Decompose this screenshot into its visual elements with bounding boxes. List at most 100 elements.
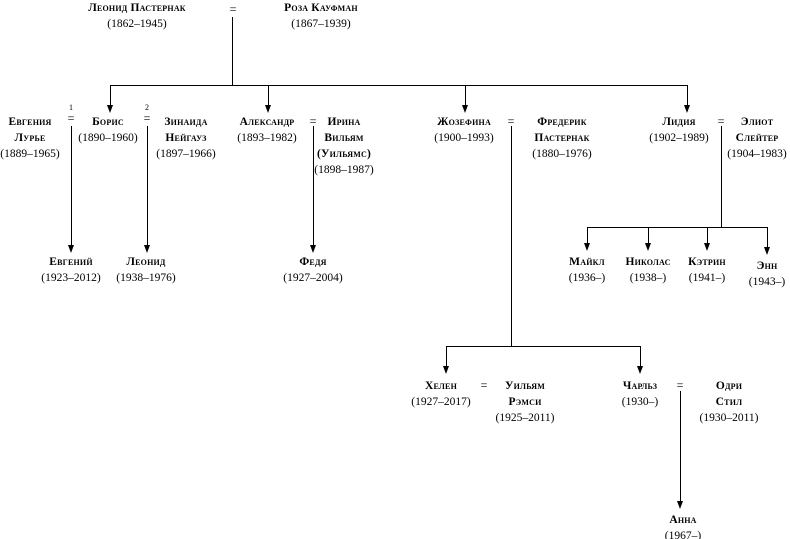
arrow-down-icon <box>68 245 74 253</box>
person-irina-vilyam: Ирина Вильям (Уильямс) (1898–1987) <box>314 114 373 178</box>
equals-sign: = <box>67 111 75 125</box>
person-dates: (1880–1976) <box>532 148 592 160</box>
person-eliot-slater: Элиот Слейтер (1904–1983) <box>727 114 786 162</box>
person-dates: (1889–1965) <box>0 148 60 160</box>
marriage-order-superscript: 2 <box>145 103 149 112</box>
arrow-down-icon <box>645 243 651 251</box>
person-dates: (1897–1966) <box>156 148 216 160</box>
person-name-line: Энн <box>756 260 778 272</box>
person-audrey-steel: Одри Стил (1930–2011) <box>700 378 759 426</box>
person-dates: (1904–1983) <box>727 148 787 160</box>
person-michael-slater: Майкл (1936–) <box>569 254 605 286</box>
person-roza-kaufman: Роза Кауфман (1867–1939) <box>284 0 358 32</box>
person-name-line: Лурье <box>14 132 46 144</box>
person-ann-slater: Энн (1943–) <box>749 258 785 290</box>
person-dates: (1898–1987) <box>314 164 374 176</box>
tree-connector-line <box>767 227 768 247</box>
person-name-line: Уильям <box>504 380 546 392</box>
person-name-line: Чарльз <box>622 380 658 392</box>
marriage-sign: = <box>480 378 488 392</box>
person-name-line: Вильям <box>324 132 364 144</box>
person-name-line: Николас <box>625 256 671 268</box>
person-dates: (1930–2011) <box>699 412 759 424</box>
person-name-line: Лидия <box>662 116 696 128</box>
marriage-sign: = <box>309 114 317 128</box>
marriage-sign: = <box>229 2 237 16</box>
tree-connector-line <box>721 126 722 227</box>
person-name-line: Фредерик <box>537 116 587 128</box>
person-dates: (1902–1989) <box>649 132 709 144</box>
marriage-sign-second: 2 = <box>144 103 151 124</box>
marriage-sign-first: 1 = <box>68 103 75 124</box>
tree-connector-line <box>648 227 649 243</box>
tree-connector-line <box>313 126 314 245</box>
arrow-down-icon <box>637 366 643 374</box>
person-name-line: Нейгауз <box>165 132 207 144</box>
person-name-line: Анна <box>669 514 697 526</box>
person-name-line: Элиот <box>740 116 774 128</box>
person-dates: (1890–1960) <box>78 132 138 144</box>
person-name-line: Пастернак <box>534 132 590 144</box>
tree-connector-line <box>110 85 111 105</box>
person-catherine-slater: Кэтрин (1941–) <box>688 254 726 286</box>
arrow-down-icon <box>310 245 316 253</box>
person-dates: (1930–) <box>621 396 659 408</box>
tree-connector-line <box>465 85 466 105</box>
person-dates: (1925–2011) <box>495 412 555 424</box>
arrow-down-icon <box>684 105 690 113</box>
tree-connector-line <box>110 85 688 86</box>
person-name-line: Жозефина <box>437 116 491 128</box>
person-josephine-pasternak: Жозефина (1900–1993) <box>434 114 493 146</box>
person-nicholas-slater: Николас (1938–) <box>625 254 670 286</box>
person-dates: (1862–1945) <box>107 18 167 30</box>
person-evgenia-lurye: Евгения Лурье (1889–1965) <box>0 114 59 162</box>
person-name-line: Одри <box>715 380 743 392</box>
person-frederick-pasternak: Фредерик Пастернак (1880–1976) <box>532 114 591 162</box>
person-name-line: Александр <box>239 116 295 128</box>
marriage-order-superscript: 1 <box>69 103 73 112</box>
person-alexander-pasternak: Александр (1893–1982) <box>237 114 296 146</box>
arrow-down-icon <box>107 105 113 113</box>
person-name-line: Борис <box>92 116 124 128</box>
person-dates: (1941–) <box>688 272 726 284</box>
person-leonid-pasternak-jr: Леонид (1938–1976) <box>116 254 175 286</box>
arrow-down-icon <box>443 366 449 374</box>
person-name-line: Роза Кауфман <box>284 2 358 14</box>
tree-connector-line <box>587 227 768 228</box>
person-name-line: Слейтер <box>735 132 779 144</box>
person-william-ramsay: Уильям Рэмси (1925–2011) <box>496 378 555 426</box>
person-dates: (1923–2012) <box>41 272 101 284</box>
tree-connector-line <box>71 126 72 245</box>
person-dates: (1927–2004) <box>283 272 343 284</box>
person-lydia-pasternak: Лидия (1902–1989) <box>649 114 708 146</box>
tree-connector-line <box>147 126 148 245</box>
person-fedya-pasternak: Федя (1927–2004) <box>283 254 342 286</box>
person-name-line: Леонид Пастернак <box>88 2 186 14</box>
arrow-down-icon <box>144 245 150 253</box>
person-name-line: (Уильямс) <box>316 148 372 160</box>
marriage-sign: = <box>507 114 515 128</box>
arrow-down-icon <box>584 243 590 251</box>
person-name-line: Стил <box>715 396 743 408</box>
person-dates: (1943–) <box>748 276 786 288</box>
tree-connector-line <box>640 346 641 366</box>
person-leonid-pasternak-sr: Леонид Пастернак (1862–1945) <box>88 0 186 32</box>
tree-connector-line <box>268 85 269 105</box>
tree-connector-line <box>446 346 447 366</box>
marriage-sign: = <box>717 114 725 128</box>
person-dates: (1927–2017) <box>411 396 471 408</box>
person-name-line: Кэтрин <box>688 256 726 268</box>
person-zinaida-neigauz: Зинаида Нейгауз (1897–1966) <box>156 114 215 162</box>
tree-connector-line <box>587 227 588 243</box>
person-dates: (1967–) <box>664 530 702 539</box>
tree-connector-line <box>232 17 233 85</box>
tree-connector-line <box>680 391 681 501</box>
person-name-line: Федя <box>299 256 327 268</box>
person-anna-pasternak: Анна (1967–) <box>665 512 701 539</box>
person-dates: (1938–1976) <box>116 272 176 284</box>
person-name-line: Евгения <box>8 116 52 128</box>
person-dates: (1938–) <box>629 272 667 284</box>
person-name-line: Леонид <box>126 256 166 268</box>
person-name-line: Рэмси <box>508 396 542 408</box>
